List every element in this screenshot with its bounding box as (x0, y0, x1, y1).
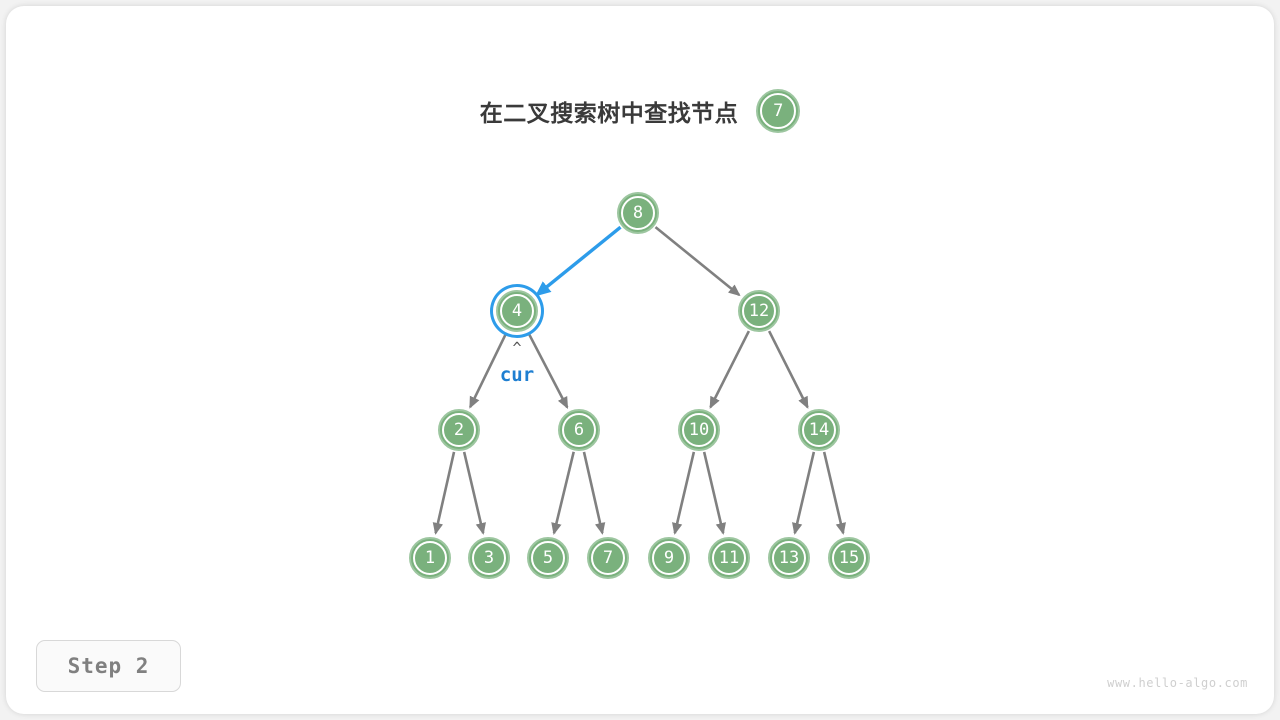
tree-edge (526, 330, 569, 409)
tree-edge (654, 226, 741, 297)
tree-edge (672, 451, 696, 535)
edge-group (432, 225, 846, 535)
tree-edge (534, 225, 622, 297)
tree-node-8[interactable]: 8 (617, 192, 659, 234)
tree-node-value: 2 (453, 419, 465, 440)
tree-node-5[interactable]: 5 (527, 537, 569, 579)
tree-node-value: 12 (748, 300, 770, 321)
tree-node-value: 8 (632, 202, 644, 223)
tree-edge (551, 451, 575, 535)
search-target-badge: 7 (756, 89, 801, 133)
tree-edge (822, 451, 846, 535)
tree-node-value: 4 (511, 300, 523, 321)
watermark: www.hello-algo.com (1107, 676, 1248, 690)
step-badge: Step 2 (36, 640, 181, 692)
tree-edge (792, 451, 816, 535)
tree-node-10[interactable]: 10 (678, 409, 720, 451)
caret-icon: ^ (512, 339, 522, 357)
tree-edge (702, 451, 726, 535)
tree-node-value: 15 (838, 547, 860, 568)
tree-node-value: 11 (718, 547, 740, 568)
tree-node-value: 6 (573, 419, 585, 440)
tree-node-4[interactable]: 4 (496, 290, 538, 332)
tree-node-value: 10 (688, 419, 710, 440)
tree-node-value: 13 (778, 547, 800, 568)
tree-node-9[interactable]: 9 (648, 537, 690, 579)
tree-node-2[interactable]: 2 (438, 409, 480, 451)
tree-node-11[interactable]: 11 (708, 537, 750, 579)
tree-edge (709, 330, 751, 409)
content-card (6, 6, 1274, 714)
tree-edge (462, 451, 486, 535)
tree-node-value: 9 (663, 547, 675, 568)
tree-node-12[interactable]: 12 (738, 290, 780, 332)
tree-node-6[interactable]: 6 (558, 409, 600, 451)
cur-pointer: ^ cur (500, 341, 534, 385)
diagram-title-row: 在二叉搜索树中查找节点 7 (0, 88, 1280, 134)
tree-edge (469, 330, 509, 409)
tree-node-13[interactable]: 13 (768, 537, 810, 579)
tree-node-value: 7 (602, 547, 614, 568)
tree-node-1[interactable]: 1 (409, 537, 451, 579)
search-target-value: 7 (773, 100, 784, 121)
cur-pointer-label: cur (499, 364, 535, 386)
tree-node-3[interactable]: 3 (468, 537, 510, 579)
tree-node-7[interactable]: 7 (587, 537, 629, 579)
tree-node-value: 3 (483, 547, 495, 568)
tree-node-14[interactable]: 14 (798, 409, 840, 451)
tree-node-value: 1 (424, 547, 436, 568)
tree-node-15[interactable]: 15 (828, 537, 870, 579)
tree-node-value: 5 (542, 547, 554, 568)
tree-node-value: 14 (808, 419, 830, 440)
tree-edge (582, 451, 606, 535)
tree-edge (432, 451, 456, 535)
tree-edge (767, 330, 809, 409)
page-title: 在二叉搜索树中查找节点 (479, 101, 739, 127)
